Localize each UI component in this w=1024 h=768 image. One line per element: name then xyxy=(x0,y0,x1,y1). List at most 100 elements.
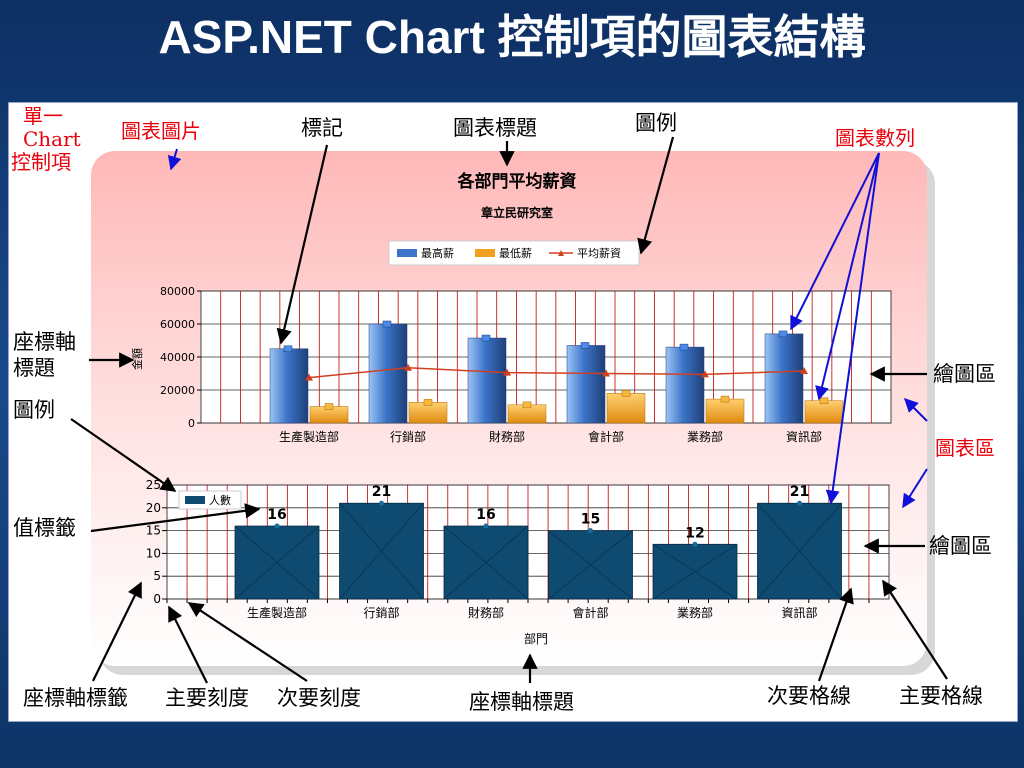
anno-chart-series: 圖表數列 xyxy=(835,126,915,150)
marker-headcount xyxy=(483,523,489,529)
arrow-legend-left xyxy=(70,418,177,492)
chart-structure-diagram: 各部門平均薪資 章立民研究室 最高薪 最低薪 平均薪資 020000400006… xyxy=(11,104,996,714)
top-x-axis-labels: 生產製造部行銷部財務部會計部業務部資訊部 xyxy=(279,429,822,444)
bar-max-salary xyxy=(269,348,309,424)
bar-headcount-bevel xyxy=(548,530,633,600)
avg-salary-marker xyxy=(305,373,313,381)
bottom-chart-legend: 人數 xyxy=(178,490,242,510)
arrow-major-grid xyxy=(882,579,948,680)
anno-major-tick: 主要刻度 xyxy=(165,686,249,710)
anno-plot-area-bottom: 繪圖區 xyxy=(929,534,992,558)
marker-min-salary xyxy=(621,390,631,397)
bottom-y-tick-label: 15 xyxy=(146,524,161,538)
top-y-tick-label: 80000 xyxy=(160,285,195,298)
arrow-axis-label xyxy=(92,581,142,682)
top-chart-average-line xyxy=(305,363,808,381)
marker-headcount xyxy=(692,541,698,547)
anno-single-chart-line2: Chart xyxy=(23,127,81,151)
marker-headcount xyxy=(588,528,593,534)
avg-salary-marker xyxy=(701,370,709,378)
marker-max-salary xyxy=(679,343,689,351)
anno-chart-area: 圖表區 xyxy=(935,436,995,460)
avg-salary-marker xyxy=(800,367,808,375)
anno-value-label: 值標籤 xyxy=(13,516,76,540)
legend-swatch-max xyxy=(397,249,417,257)
bar-headcount-bevel xyxy=(443,525,529,600)
arrow-major-tick xyxy=(168,605,208,684)
bar-max-salary xyxy=(665,346,705,424)
arrow-marker xyxy=(276,144,329,345)
avg-salary-marker xyxy=(503,368,511,376)
anno-legend-top: 圖例 xyxy=(635,111,677,135)
chart-title: 各部門平均薪資 xyxy=(457,171,577,192)
marker-min-salary xyxy=(819,397,829,404)
avg-salary-marker xyxy=(404,363,412,371)
marker-min-salary xyxy=(423,399,433,406)
bar-max-salary xyxy=(566,345,606,424)
top-x-tick-label: 會計部 xyxy=(588,429,624,444)
legend-swatch-count xyxy=(185,496,205,504)
anno-single-chart-line1: 單一 xyxy=(23,104,63,128)
bottom-x-axis-title: 部門 xyxy=(524,631,548,646)
slide-title: ASP.NET Chart 控制項的圖表結構 xyxy=(158,11,866,63)
bottom-y-tick-label: 20 xyxy=(146,501,161,515)
arrow-value-label xyxy=(90,503,261,533)
arrow-minor-tick xyxy=(187,602,308,682)
avg-salary-marker xyxy=(602,369,610,377)
legend-label-count: 人數 xyxy=(209,494,231,507)
chart-subtitle: 章立民研究室 xyxy=(481,205,553,220)
legend-swatch-min xyxy=(475,249,495,257)
bar-headcount-bevel xyxy=(234,525,320,600)
bottom-y-tick-label: 5 xyxy=(153,569,161,583)
bar-headcount-bevel xyxy=(757,502,842,600)
bottom-x-axis-labels: 生產製造部行銷部財務部會計部業務部資訊部 xyxy=(247,605,818,620)
annotation-arrows xyxy=(70,136,948,684)
top-y-tick-label: 0 xyxy=(188,417,195,430)
marker-headcount xyxy=(379,500,384,506)
anno-axis-label: 座標軸標籤 xyxy=(23,686,128,710)
value-label-headcount: 21 xyxy=(790,484,809,500)
marker-min-salary xyxy=(324,403,334,410)
bottom-x-tick-label: 財務部 xyxy=(468,605,504,620)
arrow-series-min xyxy=(815,152,880,401)
value-label-headcount: 15 xyxy=(581,512,600,528)
anno-axis-title-left-line2: 標題 xyxy=(13,356,55,380)
bar-min-salary xyxy=(804,400,844,424)
legend-label-min: 最低薪 xyxy=(499,247,532,260)
value-label-headcount: 16 xyxy=(476,507,495,523)
marker-max-salary xyxy=(778,330,788,338)
bar-min-salary xyxy=(606,393,646,424)
anno-chart-title: 圖表標題 xyxy=(453,116,537,140)
top-y-tick-label: 40000 xyxy=(160,351,195,364)
marker-max-salary xyxy=(382,320,392,328)
legend-label-avg: 平均薪資 xyxy=(577,247,621,260)
value-label-headcount: 12 xyxy=(685,525,704,541)
arrow-series-count xyxy=(825,152,880,505)
arrow-chart-image xyxy=(167,148,182,171)
bar-max-salary xyxy=(764,333,804,424)
anno-axis-title-bottom: 座標軸標題 xyxy=(469,690,574,714)
anno-major-grid: 主要格線 xyxy=(899,684,983,708)
anno-axis-title-left-line1: 座標軸 xyxy=(13,330,76,354)
bottom-y-tick-label: 10 xyxy=(146,546,161,560)
anno-legend-left: 圖例 xyxy=(13,398,55,422)
marker-headcount xyxy=(274,523,280,529)
top-y-tick-label: 60000 xyxy=(160,318,195,331)
marker-headcount xyxy=(797,500,802,506)
bar-max-salary xyxy=(368,323,408,424)
avg-salary-line xyxy=(308,366,805,379)
bar-max-salary xyxy=(467,337,507,424)
marker-max-salary xyxy=(580,342,590,349)
top-x-tick-label: 行銷部 xyxy=(390,429,426,444)
bottom-x-tick-label: 會計部 xyxy=(572,605,608,620)
bar-min-salary xyxy=(705,398,745,424)
top-x-tick-label: 財務部 xyxy=(489,429,525,444)
arrow-chart-area-up xyxy=(904,398,928,422)
top-x-tick-label: 生產製造部 xyxy=(279,429,339,444)
value-label-headcount: 21 xyxy=(372,484,391,500)
arrow-legend-top xyxy=(637,136,675,255)
bottom-y-tick-label: 0 xyxy=(153,592,161,606)
